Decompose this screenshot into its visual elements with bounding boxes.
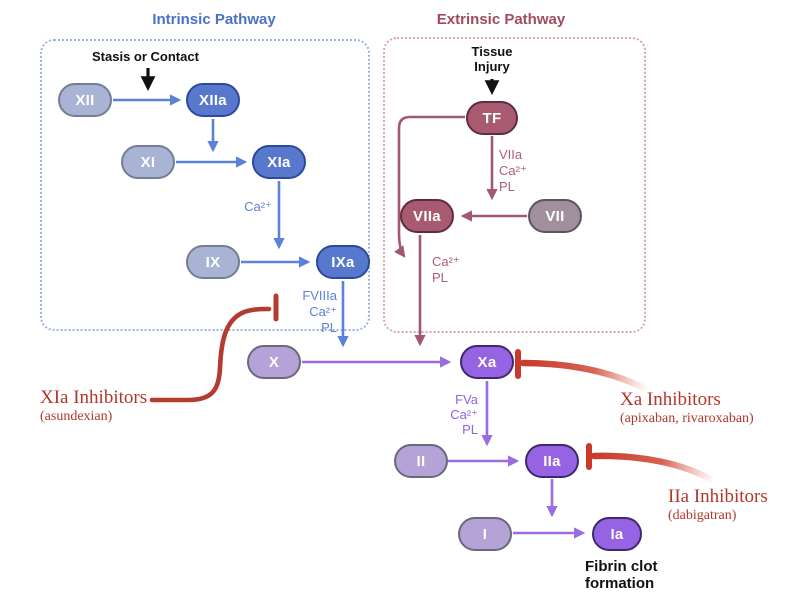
ixa-cofactors-label: FVIIIa Ca²⁺ PL bbox=[302, 288, 337, 335]
extrinsic-pathway-title: Extrinsic Pathway bbox=[436, 11, 566, 28]
viia-cofactors-label: Ca²⁺ PL bbox=[432, 254, 460, 285]
tissue-injury-label: Tissue Injury bbox=[471, 44, 513, 74]
xa-inhibitors-annotation: Xa Inhibitors (apixaban, rivaroxaban) bbox=[620, 389, 754, 427]
xa-inhibitor-line bbox=[519, 359, 650, 393]
iia-inhibitors-drugs: (dabigatran) bbox=[668, 508, 737, 523]
node-factor-ia: Ia bbox=[592, 517, 642, 551]
node-factor-i: I bbox=[458, 517, 512, 551]
xia-inhibitors-drugs: (asundexian) bbox=[40, 409, 113, 424]
xa-inhibitors-drugs: (apixaban, rivaroxaban) bbox=[620, 411, 754, 426]
node-tissue-factor: TF bbox=[466, 101, 518, 135]
xa-cofactors-label: FVa Ca²⁺ PL bbox=[450, 392, 478, 437]
node-factor-xa: Xa bbox=[460, 345, 514, 379]
iia-inhibitors-title: IIa Inhibitors bbox=[668, 486, 768, 507]
node-factor-vii: VII bbox=[528, 199, 582, 233]
iia-inhibitor-line bbox=[590, 452, 716, 484]
node-factor-ix: IX bbox=[186, 245, 240, 279]
node-factor-ixa: IXa bbox=[316, 245, 370, 279]
node-factor-ii: II bbox=[394, 444, 448, 478]
xa-inhibitors-title: Xa Inhibitors bbox=[620, 389, 721, 410]
intrinsic-pathway-title: Intrinsic Pathway bbox=[152, 11, 276, 28]
xia-ixa-cofactor-label: Ca²⁺ bbox=[244, 199, 272, 214]
node-factor-xiia: XIIa bbox=[186, 83, 240, 117]
node-factor-xia: XIa bbox=[252, 145, 306, 179]
stasis-or-contact-label: Stasis or Contact bbox=[92, 49, 199, 64]
tf-feedback-loop bbox=[394, 115, 465, 258]
intrinsic-pathway-box bbox=[40, 39, 370, 331]
node-factor-xi: XI bbox=[121, 145, 175, 179]
node-factor-iia: IIa bbox=[525, 444, 579, 478]
node-factor-viia: VIIa bbox=[400, 199, 454, 233]
tf-cofactors-label: VIIa Ca²⁺ PL bbox=[499, 147, 527, 194]
xia-inhibitor-line bbox=[149, 306, 272, 403]
fibrin-clot-formation-label: Fibrin clot formation bbox=[585, 558, 658, 592]
xia-inhibitors-annotation: XIa Inhibitors (asundexian) bbox=[40, 387, 147, 425]
extrinsic-pathway-box bbox=[383, 37, 646, 333]
node-factor-x: X bbox=[247, 345, 301, 379]
xia-inhibitors-title: XIa Inhibitors bbox=[40, 387, 148, 408]
node-factor-xii: XII bbox=[58, 83, 112, 117]
iia-inhibitors-annotation: IIa Inhibitors (dabigatran) bbox=[668, 486, 768, 524]
